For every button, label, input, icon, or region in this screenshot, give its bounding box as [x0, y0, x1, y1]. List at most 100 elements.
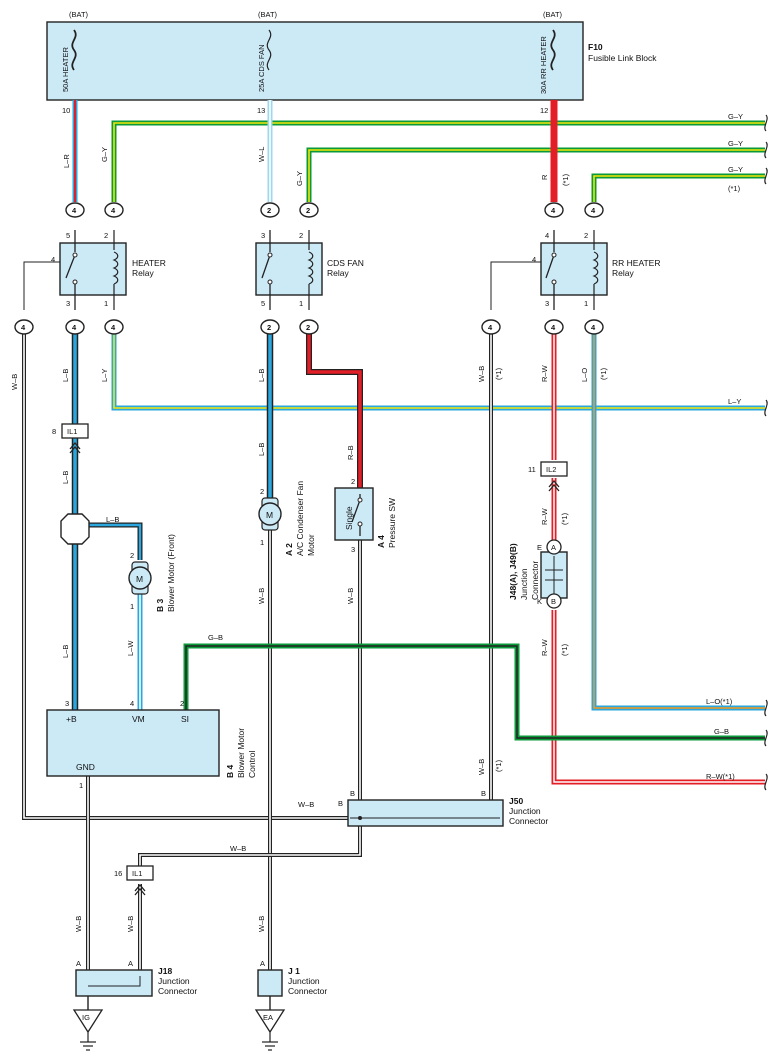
pin-label: 1 [130, 602, 134, 611]
pin-label: 2 [351, 477, 355, 486]
connector-number: 4 [21, 323, 26, 332]
connector-number: 2 [306, 323, 310, 332]
connector-number: 4 [488, 323, 493, 332]
condenser-fan-motor: M 2 1 A 2 A/C Condenser Fan Motor [258, 481, 316, 556]
component-name: Pressure SW [387, 498, 397, 548]
wire-label: (*1) [494, 759, 503, 772]
component-name: Connector [288, 986, 327, 996]
rr-relay-name: RR HEATER [612, 258, 661, 268]
il1-connector-top: IL1 8 [52, 423, 89, 454]
pin-label: 1 [79, 781, 83, 790]
pin-label: 2 [584, 231, 588, 240]
pin-label: 3 [66, 299, 70, 308]
pin-label: B [481, 789, 486, 798]
wire-label: R–W [540, 507, 549, 525]
blower-motor: M 2 1 B 3 Blower Motor (Front) [128, 534, 176, 612]
terminal-label: VM [132, 714, 145, 724]
ground-ea: EA [254, 1009, 286, 1051]
socket-label: A [551, 543, 556, 552]
wire-label: L–Y [728, 397, 741, 406]
rr-relay-sub: Relay [612, 268, 634, 278]
wire-label: W–B [74, 916, 83, 932]
pin-label: E [537, 543, 542, 552]
bat-label-1: (BAT) [69, 10, 89, 19]
pin-label: A [260, 959, 265, 968]
ground-label: IG [82, 1013, 90, 1022]
connector-label: IL2 [546, 465, 556, 474]
fuse-icon [71, 29, 77, 71]
wire-label: W–L [257, 147, 266, 162]
wire-label: G–Y [295, 171, 304, 186]
wire-label: L–R [62, 154, 71, 168]
ground-label: EA [263, 1013, 273, 1022]
pin-label: A [128, 959, 133, 968]
connector-label: IL1 [67, 427, 77, 436]
wire-label: (*1) [560, 512, 569, 525]
cds-relay-name: CDS FAN [327, 258, 364, 268]
heater-relay: HEATER Relay 5 2 4 3 1 [23, 230, 166, 310]
connector-number: 4 [111, 323, 116, 332]
wire-label: L–B [61, 369, 70, 382]
ground-icon [72, 1009, 104, 1034]
splice-junction [60, 513, 90, 545]
fuse-label-heater: 50A HEATER [61, 47, 70, 92]
pin-label: 4 [545, 231, 549, 240]
connector-number: 4 [551, 206, 556, 215]
wire-label: L–W [126, 640, 135, 656]
wire-label: W–B [257, 588, 266, 604]
fuse-label-cds: 25A CDS FAN [257, 44, 266, 92]
pin-label: B [350, 789, 355, 798]
wire-label: W–B [230, 844, 246, 853]
wire-label: (*1) [561, 173, 570, 186]
pin-label: 1 [584, 299, 588, 308]
junction-connector-j50: B B B J50 Junction Connector [338, 789, 548, 827]
connector-number: 4 [591, 323, 596, 332]
wire-label: L–O [580, 368, 589, 382]
wire-label: G–B [714, 727, 729, 736]
pin-label: 1 [104, 299, 108, 308]
motor-icon [258, 502, 282, 526]
wire-label: W–B [477, 366, 486, 382]
connector-number: 4 [72, 206, 77, 215]
pin-label: 3 [65, 699, 69, 708]
component-ref: A 4 [376, 535, 386, 548]
connector-number: 4 [591, 206, 596, 215]
wire-label: L–B [257, 443, 266, 456]
pin-label: 2 [299, 231, 303, 240]
heater-relay-name: HEATER [132, 258, 166, 268]
fuse-icon [266, 29, 272, 71]
pin-label: 5 [261, 299, 265, 308]
connector-number: 4 [111, 206, 116, 215]
pin-label: 2 [104, 231, 108, 240]
il1-connector-bottom: IL1 16 [114, 865, 154, 896]
wire-label: R–W [540, 638, 549, 656]
component-ref: J18 [158, 966, 172, 976]
pressure-switch: Single 2 3 A 4 Pressure SW [334, 477, 397, 554]
wire-label: L–O(*1) [706, 697, 733, 706]
socket-label: B [551, 597, 556, 606]
wire-label: (*1) [599, 367, 608, 380]
heater-relay-sub: Relay [132, 268, 154, 278]
wire-labels: L–R G–Y W–L G–Y R (*1) G–Y G–Y G–Y (*1) … [10, 112, 743, 932]
component-ref: B 4 [225, 765, 235, 779]
bat-label-3: (BAT) [543, 10, 563, 19]
junction-connector-j48: A B E K J48(A), J49(B) Junction Connecto… [508, 539, 568, 609]
connector-number: 4 [72, 323, 77, 332]
switch-type: Single [344, 506, 354, 530]
pin-label: 4 [532, 255, 536, 264]
pin-label: 4 [51, 255, 55, 264]
rr-heater-relay: RR HEATER Relay 4 2 4 3 1 [490, 230, 661, 310]
il2-connector: IL2 11 [528, 461, 568, 492]
wire-label: W–B [126, 916, 135, 932]
relay-connectors: 4 4 2 2 4 4 4 4 4 2 2 4 4 4 [14, 202, 604, 335]
wire-label: G–Y [728, 139, 743, 148]
wire-label: R–B [346, 445, 355, 460]
connector-number: 2 [306, 206, 310, 215]
wire-label: L–Y [100, 369, 109, 382]
terminal-label: GND [76, 762, 95, 772]
wire-label: R [540, 174, 549, 180]
fuse-icon [550, 29, 556, 71]
wire-label: (*1) [560, 643, 569, 656]
pin-label: 2 [260, 487, 264, 496]
connector-label: IL1 [132, 869, 142, 878]
